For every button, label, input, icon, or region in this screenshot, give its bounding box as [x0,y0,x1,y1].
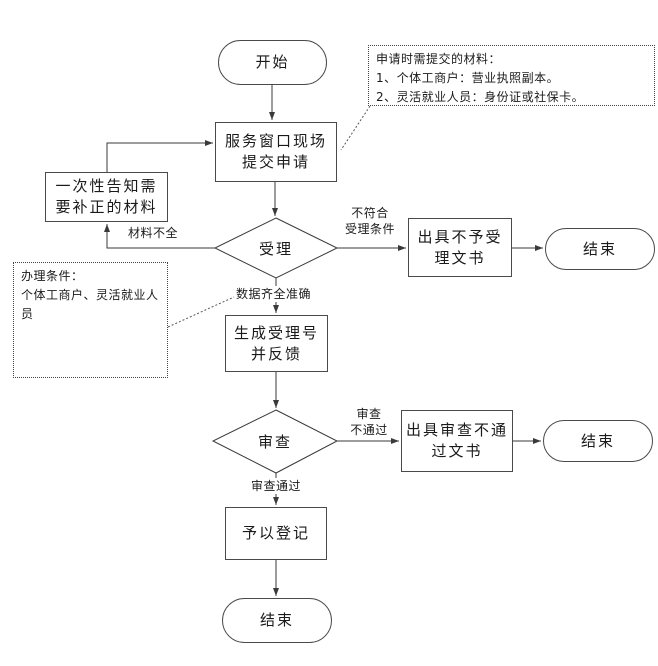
notify-correction-box: 一次性告知需 要补正的材料 [45,172,168,222]
review-decision-label: 审查 [257,432,292,451]
edge-notify-submit [106,140,213,172]
conditions-note: 办理条件： 个体工商户、灵活就业人 员 [13,262,168,378]
reject-acceptance-doc-box: 出具不予受 理文书 [408,218,512,277]
reject-review-doc-box: 出具审查不通 过文书 [401,410,513,472]
end-terminal-review: 结束 [543,420,653,462]
edge-label-review-fail: 审查 不通过 [346,406,392,438]
edge-label-review-pass: 审查通过 [251,478,302,494]
materials-note: 申请时需提交的材料： 1、个体工商户：营业执照副本。 2、灵活就业人员：身份证或… [368,45,655,106]
end-terminal-acceptance: 结束 [545,228,655,270]
register-box: 予以登记 [225,507,327,560]
accept-diamond-shape [213,217,339,279]
review-diamond-shape [211,409,339,474]
generate-number-box: 生成受理号 并反馈 [225,315,328,372]
note-connector-conditions [167,296,235,328]
note-connector-materials [340,105,371,151]
edge-accept-notify [104,224,215,249]
edge-label-materials-incomplete: 材料不全 [128,225,179,241]
edge-label-not-meet-conditions: 不符合 受理条件 [341,205,399,237]
accept-decision-label: 受理 [258,239,293,258]
end-terminal-final: 结束 [222,598,332,643]
edge-label-data-complete: 数据齐全准确 [236,286,312,302]
submit-application-box: 服务窗口现场 提交申请 [215,122,337,182]
start-terminal: 开始 [218,40,327,85]
